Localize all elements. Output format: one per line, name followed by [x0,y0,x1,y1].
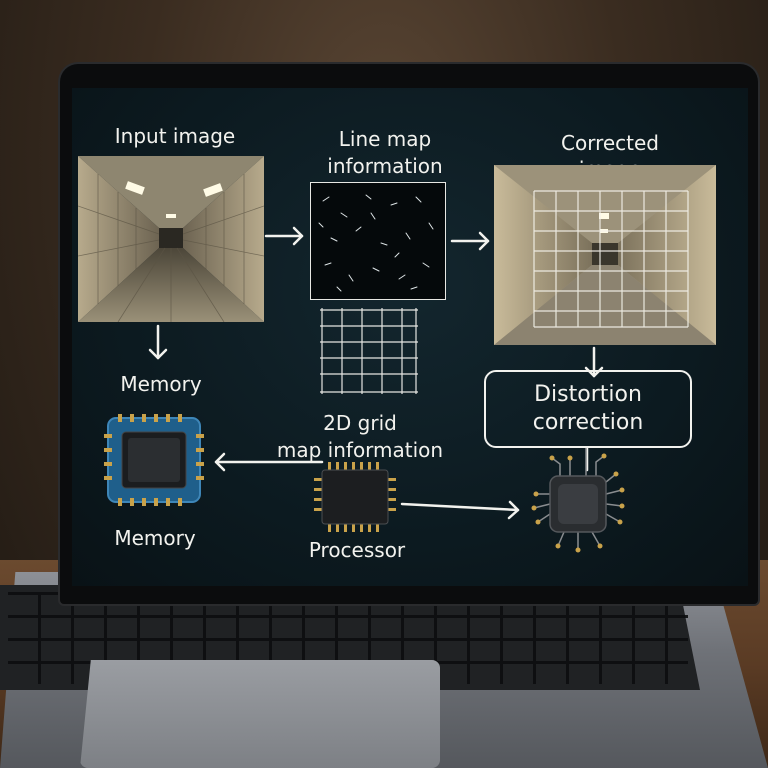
arrow-icon [214,452,324,472]
corridor-image [78,156,264,322]
label-input-image: Input image [114,124,236,148]
processor-chip-icon [314,462,396,532]
flow-arrows [148,226,604,520]
distortion-line2: correction [532,410,644,435]
label-line-map-line1: Line map [338,127,432,151]
trackpad [80,660,440,768]
label-memory-top: Memory [120,372,202,396]
label-memory-bottom: Memory [114,526,196,550]
arrow-icon [264,226,304,246]
label-grid-map-line2: map information [276,438,444,462]
label-2d-grid-map: 2D grid map information [265,410,455,464]
input-image-panel [78,156,264,322]
arrow-icon [400,500,520,520]
corrected-image-panel [494,165,716,345]
label-line-map-line2: information [327,154,443,178]
arrow-icon [148,324,168,360]
grid-map-image [320,308,418,394]
distortion-line1: Distortion [534,382,642,407]
line-map-panel [310,182,446,300]
corrected-corridor-image [494,165,716,345]
label-line-map: Line map information [315,126,455,180]
label-grid-map-line1: 2D grid [323,411,397,435]
grid-map-panel [318,306,420,396]
circuit-chip-icon [530,448,626,558]
arrow-icon [450,231,490,251]
label-processor: Processor [308,538,406,562]
arrow-icon [584,346,604,378]
memory-chip-icon [104,414,204,506]
line-map-image [318,194,434,292]
label-corrected-line1: Corrected [561,131,659,155]
